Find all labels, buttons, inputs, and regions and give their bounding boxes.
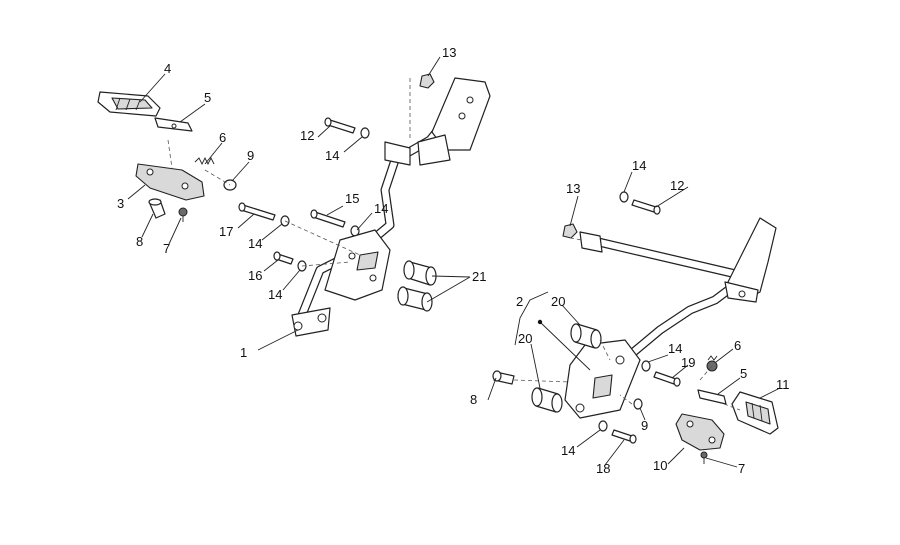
nut-13-left [419,73,435,89]
screw-right [700,451,708,464]
callout-6-left: 6 [219,130,226,145]
footpeg-bracket-right [675,413,725,451]
callout-14-b: 14 [268,287,282,302]
bushing-20-upper [570,323,602,349]
bolt-12-left [324,117,370,139]
callout-8-right: 8 [470,392,477,407]
callout-15: 15 [345,191,359,206]
bolt-17 [238,202,290,227]
callout-7-right: 7 [738,461,745,476]
callout-9-left: 9 [247,148,254,163]
frame-bracket-left [291,77,491,337]
callout-1: 1 [240,345,247,360]
footpeg-rubber-left [97,91,161,117]
callout-11: 11 [776,377,790,392]
bolt-19 [641,360,681,387]
callout-5-right: 5 [740,366,747,381]
callout-18: 18 [596,461,610,476]
callout-10: 10 [653,458,667,473]
callout-14-f: 14 [668,341,682,356]
bushing-21-upper [403,260,437,286]
footpeg-bracket-left [135,163,205,201]
callout-2: 2 [516,294,523,309]
callout-14-e: 14 [632,158,646,173]
spring-left [194,156,215,166]
frame-bracket-right [564,217,777,419]
bolt-15 [310,209,360,237]
screw-left [178,207,188,222]
footpeg-rubber-right [731,391,779,435]
callout-16: 16 [248,268,262,283]
callout-7-left: 7 [163,241,170,256]
reference-dot [537,319,543,325]
callout-3: 3 [117,196,124,211]
callout-17: 17 [219,224,233,239]
callout-6-right: 6 [734,338,741,353]
bolt-18 [598,420,637,444]
leader-lines [127,56,781,468]
callout-13-right: 13 [566,181,580,196]
bushing-20-lower [531,387,563,413]
bolt-12-right [619,191,661,215]
callout-labels: 4 5 6 9 3 8 7 17 14 16 14 13 12 14 15 14… [117,45,790,476]
plate-right [697,389,727,405]
callout-13-left: 13 [442,45,456,60]
callout-4: 4 [164,61,171,76]
callout-21: 21 [472,269,486,284]
callout-12-left: 12 [300,128,314,143]
callout-14-a: 14 [248,236,262,251]
callout-20-lower: 20 [518,331,532,346]
pin-right [492,370,515,385]
callout-14-g: 14 [561,443,575,458]
callout-14-c: 14 [325,148,339,163]
callout-14-d: 14 [374,201,388,216]
callout-19: 19 [681,355,695,370]
spring-right [706,355,718,372]
nut-13-right [562,223,578,239]
callout-9-right: 9 [641,418,648,433]
callout-12-right: 12 [670,178,684,193]
bushing-21-lower [397,286,433,312]
bolt-16 [273,251,307,272]
circlip-right [633,398,643,410]
callout-20-upper: 20 [551,294,565,309]
pin-left [148,198,166,219]
callout-5-left: 5 [204,90,211,105]
plate-left [154,117,193,132]
callout-8-left: 8 [136,234,143,249]
